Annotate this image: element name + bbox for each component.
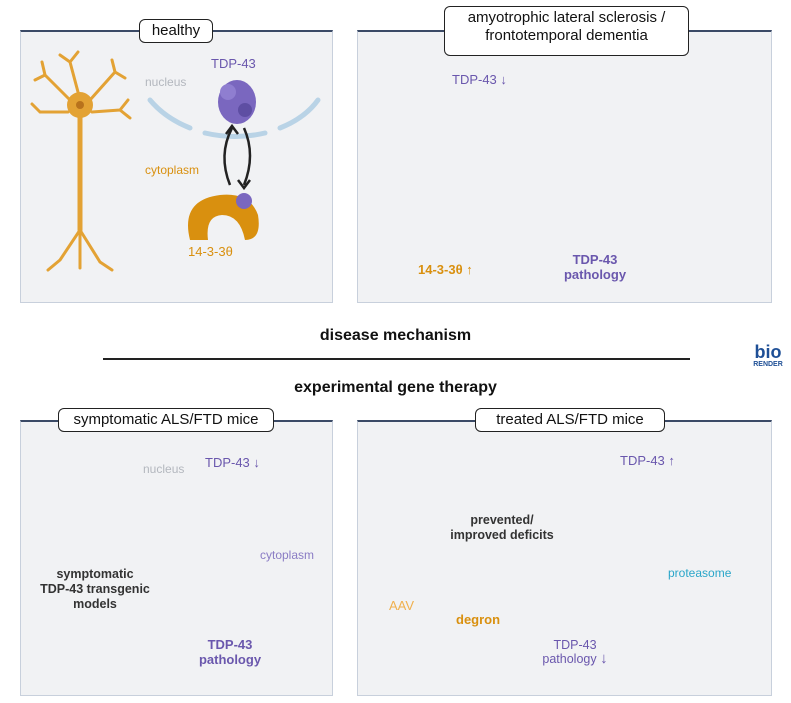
tdp43-text: TDP-43 <box>205 455 250 470</box>
title-gene-therapy: experimental gene therapy <box>294 379 497 396</box>
tag-als-line1: amyotrophic lateral sclerosis / <box>467 9 666 26</box>
logo-top: bio <box>754 342 782 362</box>
label-nucleus-symptomatic: nucleus <box>143 462 185 476</box>
label-cytoplasm-symptomatic: cytoplasm <box>260 548 315 562</box>
label-nucleus-healthy: nucleus <box>145 75 187 89</box>
tag-als-ftd: amyotrophic lateral sclerosis / frontote… <box>444 6 689 56</box>
pathology-line2-row: pathology ↓ <box>535 650 615 667</box>
label-tdp43-symptomatic: TDP-43 ↓ <box>205 455 260 470</box>
pathology-line2: pathology <box>198 652 262 667</box>
arrow-up-icon: ↑ <box>466 262 473 277</box>
label-tdp43-treated: TDP-43 ↑ <box>620 453 675 468</box>
label-aav: AAV <box>389 598 415 613</box>
pathology-line1: TDP-43 <box>572 252 618 267</box>
logo-bottom: RENDER <box>753 361 783 368</box>
label-degron: degron <box>456 612 501 627</box>
arrow-down-icon: ↓ <box>600 650 608 667</box>
arrow-up-icon: ↑ <box>668 453 675 468</box>
panel-symptomatic <box>20 420 333 696</box>
panel-treated <box>357 420 772 696</box>
nuclear-membrane-healthy <box>147 97 321 139</box>
label-1433-healthy: 14-3-3θ <box>188 244 233 259</box>
arrow-down-icon: ↓ <box>253 455 260 470</box>
label-tdp43-healthy: TDP-43 <box>211 56 256 71</box>
label-deficits: prevented/ improved deficits <box>442 513 562 543</box>
deficits-line1: prevented/ <box>470 513 534 527</box>
biorender-logo: bio RENDER <box>748 343 788 368</box>
models-line3: models <box>73 597 117 611</box>
title-disease-mechanism: disease mechanism <box>319 327 472 344</box>
label-proteasome: proteasome <box>668 566 732 580</box>
protein-1433-icon <box>188 193 259 240</box>
tdp43-protein-icon <box>218 80 256 124</box>
label-1433-als: 14-3-3θ ↑ <box>418 262 473 277</box>
pathology-line2: pathology <box>542 652 597 666</box>
tag-symptomatic: symptomatic ALS/FTD mice <box>58 408 274 432</box>
label-pathology-symptomatic: TDP-43 pathology <box>193 637 267 667</box>
shuttle-arrows <box>223 123 252 191</box>
pathology-line1: TDP-43 <box>207 637 253 652</box>
models-line2: TDP-43 transgenic <box>40 582 150 596</box>
label-pathology-als: TDP-43 pathology <box>560 252 630 282</box>
panel-als-ftd <box>357 30 772 303</box>
protein-1433-text: 14-3-3θ <box>418 262 463 277</box>
deficits-line2: improved deficits <box>450 528 554 542</box>
tdp43-text: TDP-43 <box>620 453 665 468</box>
tag-treated: treated ALS/FTD mice <box>475 408 665 432</box>
healthy-neuron-icon <box>30 50 132 272</box>
pathology-line2: pathology <box>563 267 627 282</box>
tag-als-line2: frontotemporal dementia <box>485 27 648 44</box>
label-cytoplasm-healthy: cytoplasm <box>145 163 200 177</box>
tag-healthy: healthy <box>139 19 213 43</box>
tdp43-text: TDP-43 <box>452 72 497 87</box>
arrow-down-icon: ↓ <box>500 72 507 87</box>
label-pathology-treated: TDP-43 pathology ↓ <box>535 638 615 666</box>
label-transgenic-models: symptomatic TDP-43 transgenic models <box>30 567 160 612</box>
label-tdp43-als: TDP-43 ↓ <box>452 72 507 87</box>
models-line1: symptomatic <box>56 567 134 581</box>
pathology-line1: TDP-43 <box>553 638 597 652</box>
